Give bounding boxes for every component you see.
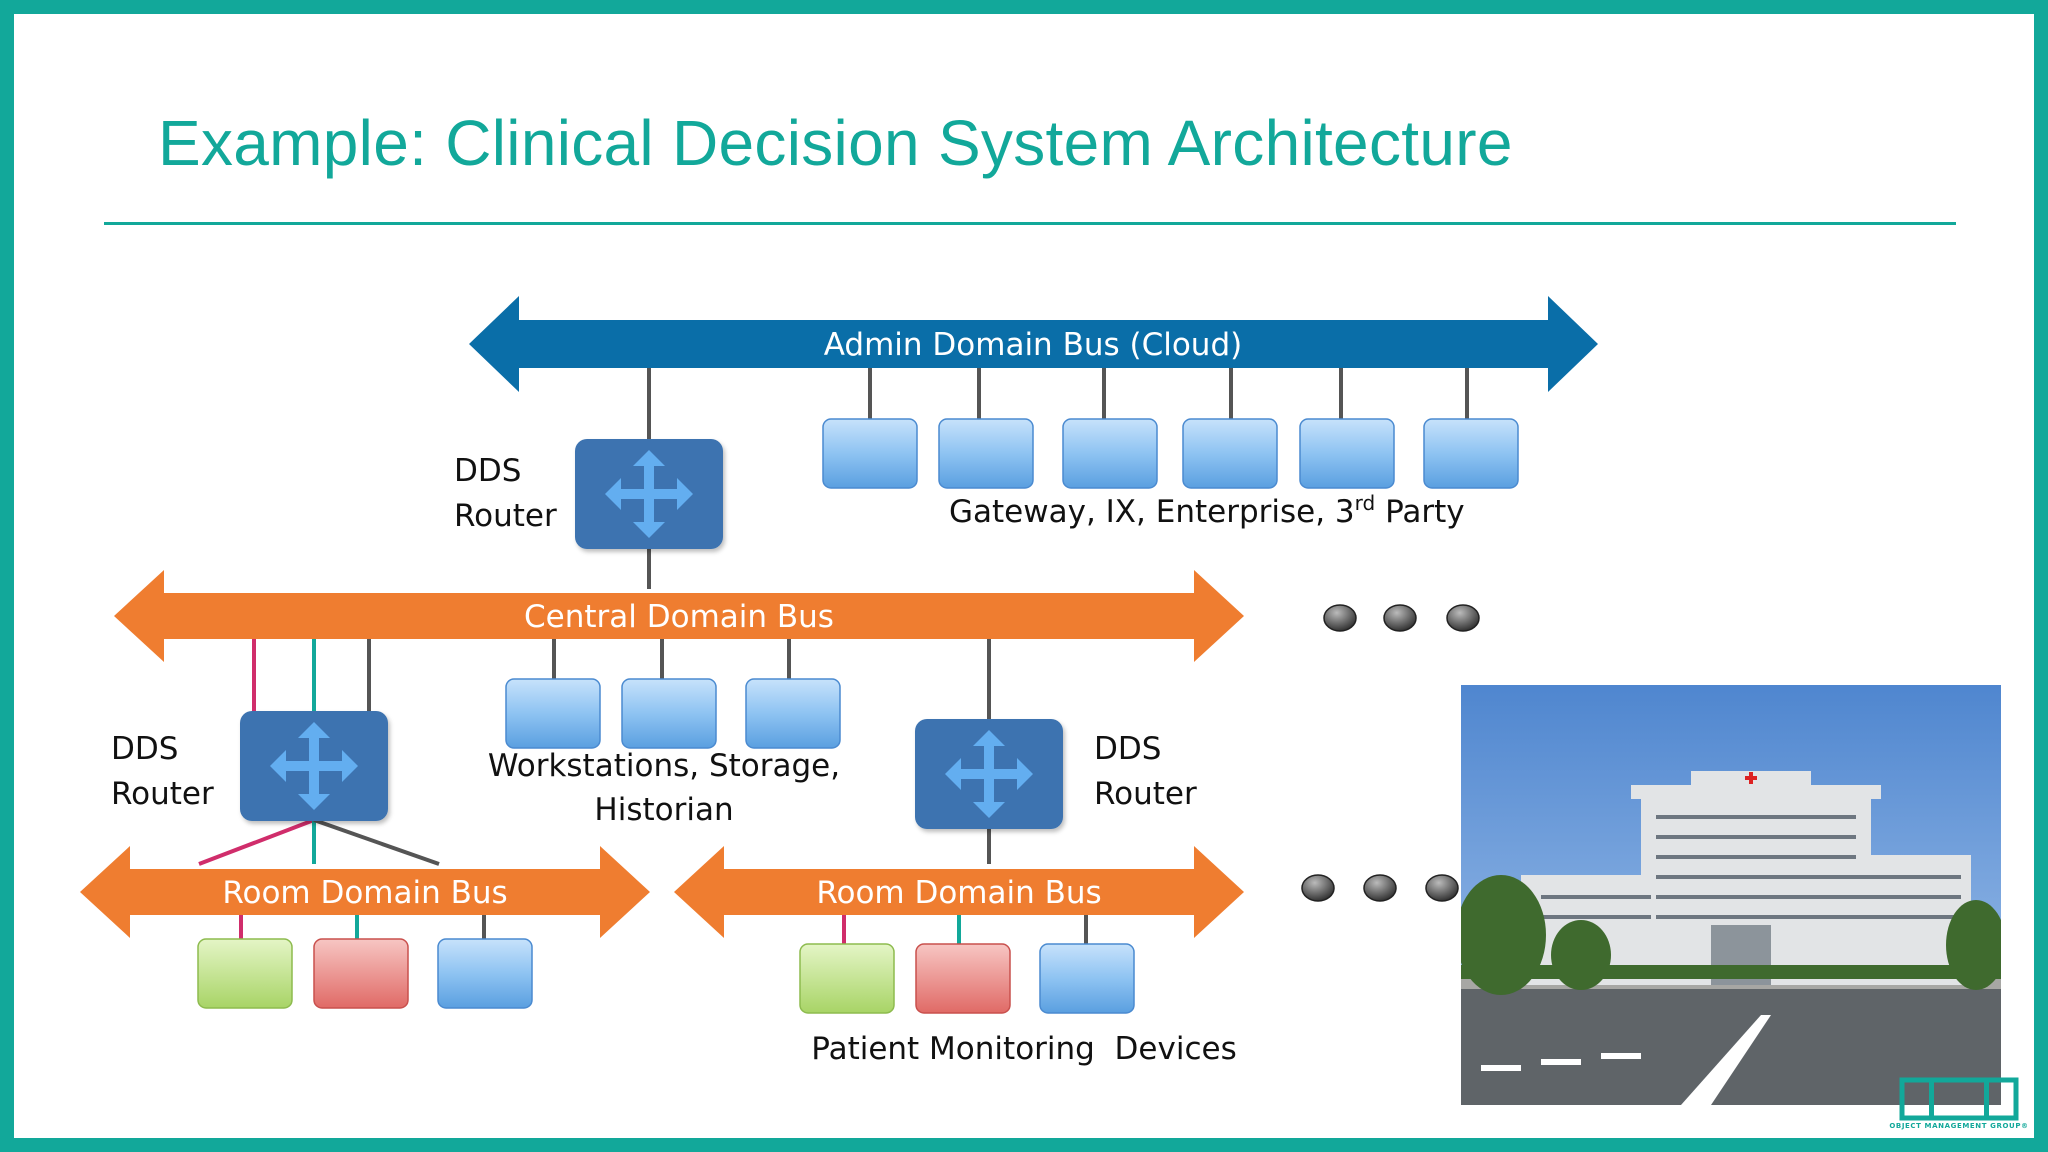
router-right-label: DDS Router xyxy=(1094,731,1197,812)
central-nodes xyxy=(505,678,841,749)
svg-text:DDS: DDS xyxy=(454,453,521,489)
device-node-red xyxy=(915,943,1011,1014)
central-domain-bus: Central Domain Bus xyxy=(114,570,1244,662)
central-node xyxy=(505,678,601,749)
admin-node xyxy=(1423,418,1519,489)
room-bus-right-label: Room Domain Bus xyxy=(816,875,1101,911)
title-divider xyxy=(104,222,1956,225)
devices-label: Patient Monitoring Devices xyxy=(811,1031,1236,1067)
dds-router-left xyxy=(240,711,388,821)
admin-node xyxy=(822,418,918,489)
admin-node xyxy=(938,418,1034,489)
connector-lines xyxy=(198,359,1469,944)
room-domain-bus-left: Room Domain Bus xyxy=(80,846,650,938)
room-bus-left-label: Room Domain Bus xyxy=(222,875,507,911)
dds-router-top xyxy=(575,439,723,549)
device-node-red xyxy=(313,938,409,1009)
svg-text:DDS: DDS xyxy=(1094,731,1161,767)
hospital-photo xyxy=(1461,685,2001,1105)
central-bus-label: Central Domain Bus xyxy=(524,599,834,635)
admin-bus-label: Admin Domain Bus (Cloud) xyxy=(824,327,1242,363)
admin-nodes xyxy=(822,418,1519,489)
admin-node xyxy=(1299,418,1395,489)
omg-logo-mark xyxy=(1899,1077,2019,1121)
svg-text:DDS: DDS xyxy=(111,731,178,767)
admin-domain-bus: Admin Domain Bus (Cloud) xyxy=(469,296,1598,392)
dds-router-right xyxy=(915,719,1063,829)
admin-node xyxy=(1062,418,1158,489)
router-left-label: DDS Router xyxy=(111,731,214,812)
svg-text:Historian: Historian xyxy=(594,792,733,828)
device-node-blue xyxy=(1039,943,1135,1014)
ellipsis-dots-bottom xyxy=(1301,874,1459,902)
device-node-green xyxy=(799,943,895,1014)
slide-title: Example: Clinical Decision System Archit… xyxy=(158,107,1513,179)
room-domain-bus-right: Room Domain Bus xyxy=(674,846,1244,938)
admin-node xyxy=(1182,418,1278,489)
router-top-label: DDS Router xyxy=(454,453,557,534)
svg-text:Router: Router xyxy=(454,498,557,534)
admin-nodes-label: Gateway, IX, Enterprise, 3rd Party xyxy=(949,491,1465,530)
omg-logo: OBJECT MANAGEMENT GROUP® xyxy=(1874,1076,2034,1138)
device-node-green xyxy=(197,938,293,1009)
central-nodes-label: Workstations, Storage, Historian xyxy=(488,748,840,828)
device-node-blue xyxy=(437,938,533,1009)
omg-logo-text: OBJECT MANAGEMENT GROUP® xyxy=(1889,1122,2029,1130)
svg-text:Router: Router xyxy=(1094,776,1197,812)
device-nodes-left xyxy=(197,938,533,1009)
central-node xyxy=(621,678,717,749)
central-node xyxy=(745,678,841,749)
svg-text:Workstations, Storage,: Workstations, Storage, xyxy=(488,748,840,784)
svg-text:Router: Router xyxy=(111,776,214,812)
device-nodes-right xyxy=(799,943,1135,1014)
ellipsis-dots-top xyxy=(1323,604,1480,632)
architecture-diagram: Admin Domain Bus (Cloud) Central Domain … xyxy=(80,296,1598,1067)
